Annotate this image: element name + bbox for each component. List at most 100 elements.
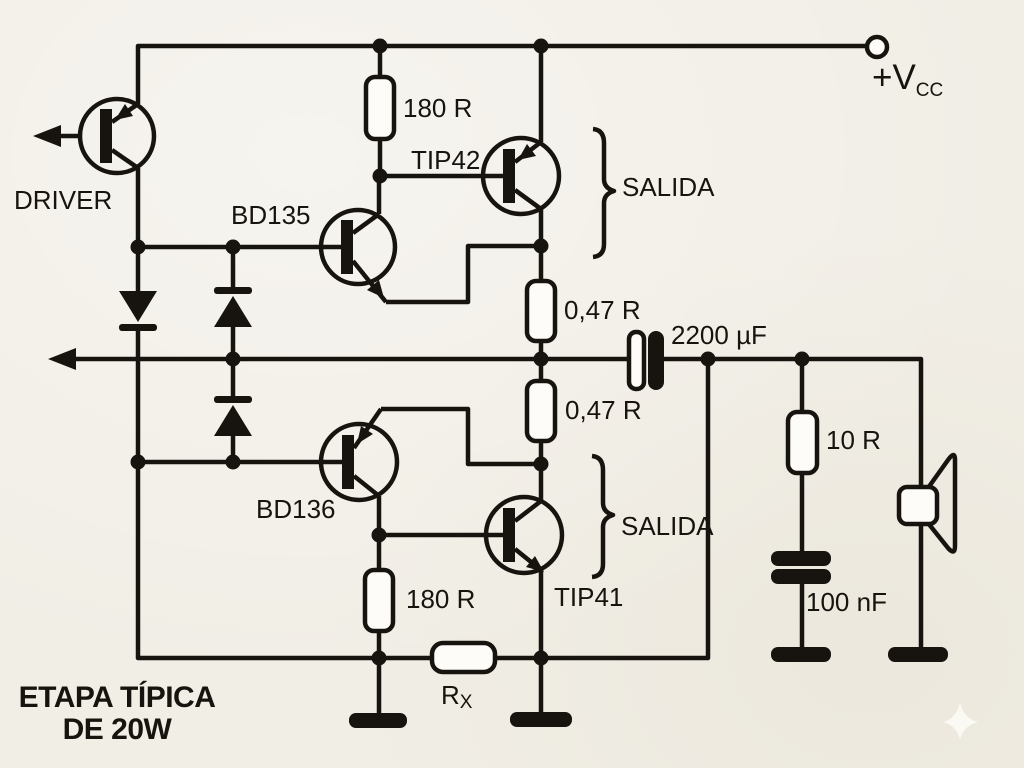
junction-dots: [130, 38, 810, 666]
junction-dot: [533, 38, 549, 54]
bias-diode-d1: [119, 291, 157, 331]
resistor-180r-bottom: 180 R: [362, 567, 475, 634]
diode-triangle-down-icon: [119, 291, 157, 322]
junction-dot: [225, 351, 241, 367]
resistor-body: [785, 409, 820, 476]
bd135-emitter-step-wire: [386, 243, 541, 305]
wires: [73, 43, 924, 714]
ground-icon: [510, 712, 572, 727]
resistor-label: 180 R: [406, 584, 475, 614]
diode-bar: [214, 287, 252, 294]
junction-dot: [794, 351, 810, 367]
junction-dot: [130, 239, 146, 255]
junction-dot: [225, 454, 241, 470]
salida-top-label: SALIDA: [622, 172, 715, 202]
resistor-180r-top: 180 R: [363, 74, 472, 142]
tip41-transistor: [483, 494, 565, 576]
resistor-label: 0,47 R: [564, 295, 641, 325]
resistor-label: 0,47 R: [565, 395, 642, 425]
resistor-label: 180 R: [403, 93, 472, 123]
diode-triangle-up-icon: [214, 296, 252, 327]
base-bar: [503, 149, 515, 203]
npn-emitter-arrow-icon: [367, 280, 384, 298]
salida-bottom-label: SALIDA: [621, 511, 714, 541]
left-column-wire: [135, 331, 432, 661]
resistor-047-top: 0,47 R: [524, 278, 641, 344]
speaker: [896, 452, 958, 554]
pnp-emitter-arrow-icon: [115, 104, 133, 120]
resistor-body: [362, 567, 396, 634]
pnp-emitter-arrow-icon: [518, 144, 536, 160]
cap-plate-pos: [648, 331, 664, 390]
base-bar: [341, 220, 353, 274]
junction-dot: [533, 238, 549, 254]
junction-dot: [225, 239, 241, 255]
driver-label: DRIVER: [14, 185, 112, 215]
speaker-body-icon: [896, 484, 940, 527]
bd135-transistor: [318, 207, 398, 304]
base-bar: [503, 508, 515, 562]
bd135-label: BD135: [231, 200, 311, 230]
bias-diode-d3: [214, 396, 252, 436]
sparkle-watermark-icon: [943, 702, 978, 740]
junction-dot: [371, 650, 387, 666]
capacitor-100nf: 100 nF: [771, 551, 887, 617]
capacitor-label: 2200 µF: [671, 320, 767, 350]
bd136-label: BD136: [256, 494, 336, 524]
resistor-rx: RX: [429, 640, 498, 713]
top-rail-wire: [135, 43, 867, 104]
junction-dot: [700, 351, 716, 367]
resistor-body: [524, 378, 558, 444]
driver-transistor: [77, 96, 157, 176]
title-line2: DE 20W: [63, 713, 173, 746]
ground-icon: [771, 647, 831, 662]
base-bar: [100, 109, 112, 163]
speaker-cone-icon: [926, 452, 958, 554]
resistor-10r: 10 R: [785, 409, 881, 476]
resistor-body: [524, 278, 558, 344]
bd136-emitter-step-wire: [381, 406, 541, 467]
driver-input-arrow: [33, 125, 80, 147]
base-bar: [342, 435, 354, 489]
terminal-circle-icon: [864, 34, 890, 60]
cap-plate: [771, 551, 831, 566]
junction-dot: [533, 456, 549, 472]
junction-dot: [371, 527, 387, 543]
cap-plate: [771, 569, 831, 584]
left-arrowhead-icon: [33, 125, 61, 147]
vcc-label: +VCC: [872, 58, 943, 101]
pnp-emitter-arrow-icon: [357, 426, 373, 444]
output-rail-right: [664, 356, 924, 487]
capacitor-label: 100 nF: [806, 587, 887, 617]
tip42-label: TIP42: [411, 145, 480, 175]
junction-dot: [130, 454, 146, 470]
ground-icon: [888, 647, 948, 662]
junction-dot: [372, 38, 388, 54]
left-arrowhead-icon: [48, 348, 76, 370]
output-feedback-arrow: [48, 348, 76, 370]
salida-brace-bottom: [591, 453, 616, 580]
circuit-title: ETAPA TÍPICA DE 20W: [19, 680, 216, 746]
cap-plate-neg: [626, 329, 647, 392]
resistor-label: 10 R: [826, 425, 881, 455]
bd136-transistor: [318, 407, 400, 503]
junction-dot: [372, 168, 388, 184]
resistor-body: [363, 74, 397, 142]
diode-bar: [119, 324, 157, 331]
diode-triangle-up-icon: [214, 405, 252, 436]
resistor-body: [429, 640, 498, 675]
ground-icon: [349, 713, 407, 728]
tip42-transistor: [480, 135, 562, 217]
diode-bar: [214, 396, 252, 403]
resistor-047-bottom: 0,47 R: [524, 378, 642, 444]
bias-diode-d2: [214, 287, 252, 327]
vcc-terminal: +VCC: [864, 34, 943, 101]
bottom-rail-right: [495, 359, 711, 661]
salida-brace-top: [592, 126, 617, 260]
resistor-label: RX: [441, 680, 473, 713]
title-line1: ETAPA TÍPICA: [19, 680, 216, 714]
capacitor-2200uf: 2200 µF: [626, 320, 767, 392]
tip41-label: TIP41: [554, 582, 623, 612]
npn-emitter-arrow-icon: [526, 556, 544, 572]
